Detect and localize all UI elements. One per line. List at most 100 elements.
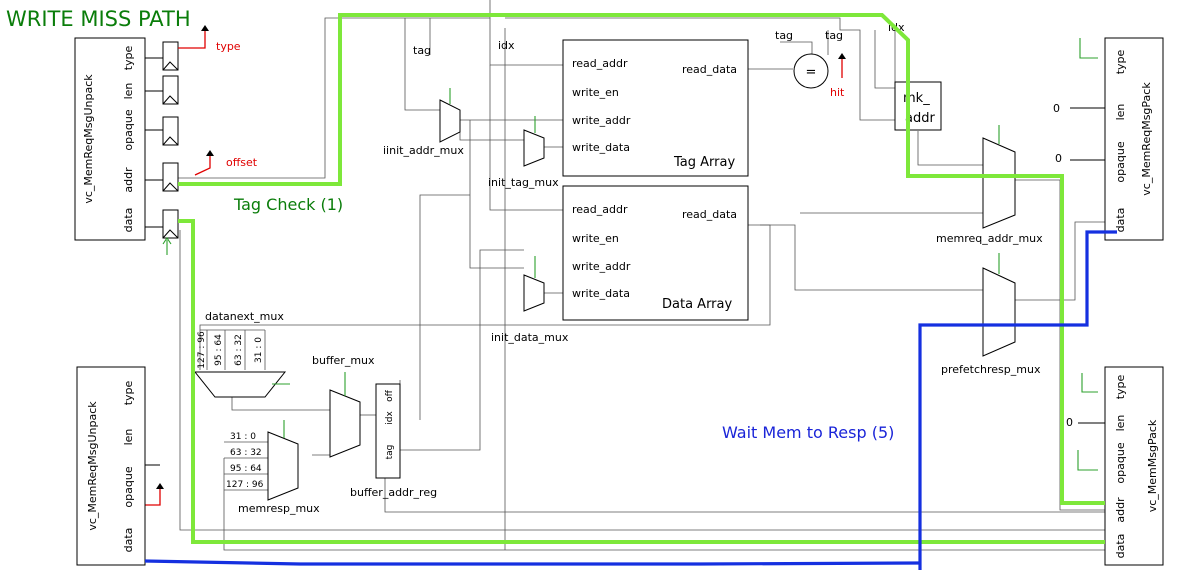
data-array-port-write-en: write_en — [572, 232, 619, 245]
memreq-addr-mux-label: memreq_addr_mux — [936, 232, 1043, 245]
pack-bottom-const-len: 0 — [1066, 416, 1073, 429]
tag-array: read_addr write_en write_addr write_data… — [562, 39, 749, 177]
mk-addr-line2: addr — [905, 111, 935, 126]
memresp-slice-3: 127 : 96 — [226, 480, 264, 490]
mk-addr-block: mk_ addr — [894, 81, 942, 131]
data-array-port-write-data: write_data — [572, 287, 630, 300]
pack-top-field-type: type — [1114, 49, 1127, 74]
unpack-top-field-len: len — [122, 83, 135, 100]
memresp-slice-1: 63 : 32 — [230, 448, 262, 458]
init-tag-mux — [523, 129, 545, 167]
input-registers — [162, 41, 179, 255]
data-array-read-data: read_data — [682, 208, 737, 221]
data-array-box — [562, 185, 749, 321]
wait-mem-path — [144, 230, 1117, 570]
prefetchresp-mux — [982, 267, 1016, 357]
data-array-name: Data Array — [662, 297, 732, 312]
unpack-top-field-type: type — [122, 45, 135, 70]
datanext-slices: 127 : 96 95 : 64 63 : 32 31 : 0 — [197, 331, 264, 369]
addr-register — [162, 162, 179, 192]
muxes: iinit_addr_mux init_tag_mux init_data_mu… — [193, 88, 1043, 515]
hit-output-label: hit — [830, 86, 845, 99]
data-register — [162, 209, 179, 239]
type-register — [162, 41, 179, 71]
unpack-bottom-field-data: data — [122, 528, 135, 553]
unpack-bottom-field-opaque: opaque — [122, 466, 135, 507]
init-tag-mux-label: init_tag_mux — [488, 176, 559, 189]
datanext-mux — [193, 371, 287, 398]
opaque-register — [162, 116, 179, 146]
wire-label-idx-1: idx — [498, 39, 515, 52]
len-register — [162, 75, 179, 105]
wait-mem-annotation: Wait Mem to Resp (5) — [722, 423, 894, 442]
memresp-slice-2: 95 : 64 — [230, 464, 262, 474]
memresp-slices: 31 : 0 63 : 32 95 : 64 127 : 96 — [226, 432, 264, 490]
buffer-addr-reg: off idx tag buffer_addr_reg — [350, 383, 437, 499]
unpack-top-name: vc_MemReqMsgUnpack — [82, 74, 95, 204]
init-data-mux — [523, 274, 545, 312]
datanext-slice-1: 95 : 64 — [214, 334, 224, 366]
wire-label-tag-3: tag — [825, 29, 843, 42]
unpack-bottom-field-type: type — [122, 380, 135, 405]
memresp-mux-label: memresp_mux — [238, 502, 320, 515]
unpack-top-box — [74, 37, 146, 241]
pack-bottom: vc_MemMsgPack type len opaque addr data … — [1066, 366, 1164, 566]
prefetchresp-mux-label: prefetchresp_mux — [941, 363, 1041, 376]
unpack-top-field-opaque: opaque — [122, 109, 135, 150]
buffer-reg-field-idx: idx — [385, 411, 395, 425]
pack-top-field-len: len — [1114, 104, 1127, 121]
unpack-bottom: vc_MemReqMsgUnpack type len opaque data — [76, 366, 146, 566]
tag-array-name: Tag Array — [673, 155, 735, 170]
pack-bottom-field-data: data — [1114, 534, 1127, 559]
data-array-port-write-addr: write_addr — [572, 260, 631, 273]
memresp-mux — [267, 431, 299, 501]
datanext-slice-2: 63 : 32 — [234, 334, 244, 366]
tag-array-port-write-data: write_data — [572, 141, 630, 154]
pack-top-const-opaque: 0 — [1055, 152, 1062, 165]
pack-top-name: vc_MemReqMsgPack — [1140, 82, 1153, 196]
memreq-addr-mux — [982, 137, 1016, 229]
buffer-reg-field-tag: tag — [385, 445, 395, 460]
pack-top-const-len: 0 — [1053, 102, 1060, 115]
unpack-top: vc_MemReqMsgUnpack type len opaque addr … — [74, 37, 146, 241]
pack-bottom-name: vc_MemMsgPack — [1146, 419, 1159, 512]
wire-label-tag-1: tag — [413, 44, 431, 57]
unpack-bottom-field-len: len — [122, 429, 135, 446]
tag-comparator: = — [793, 53, 829, 89]
init-data-mux-label: init_data_mux — [491, 331, 569, 344]
data-array: read_addr write_en write_addr write_data… — [562, 185, 749, 321]
buffer-addr-reg-label: buffer_addr_reg — [350, 486, 437, 499]
type-output-label: type — [216, 40, 241, 53]
buffer-mux — [329, 389, 361, 458]
pack-bottom-field-len: len — [1114, 415, 1127, 432]
iinit-addr-mux-label: iinit_addr_mux — [383, 144, 464, 157]
pack-bottom-field-addr: addr — [1114, 497, 1127, 523]
tag-check-path — [178, 13, 1105, 544]
red-outputs: type offset hit — [145, 25, 846, 506]
data-array-port-read-addr: read_addr — [572, 203, 628, 216]
datanext-slice-0: 127 : 96 — [197, 331, 207, 369]
buffer-reg-field-off: off — [385, 389, 395, 402]
wiring — [145, 0, 1105, 551]
unpack-top-field-data: data — [122, 208, 135, 233]
wire-label-tag-2: tag — [775, 29, 793, 42]
tag-check-annotation: Tag Check (1) — [233, 195, 343, 214]
datanext-slice-3: 31 : 0 — [254, 337, 264, 363]
datanext-mux-label: datanext_mux — [205, 310, 284, 323]
unpack-top-field-addr: addr — [122, 167, 135, 193]
tag-array-box — [562, 39, 749, 177]
memresp-slice-0: 31 : 0 — [230, 432, 256, 442]
unpack-bottom-name: vc_MemReqMsgUnpack — [86, 401, 99, 531]
pack-top-field-data: data — [1114, 208, 1127, 233]
comparator-symbol: = — [806, 65, 817, 80]
iinit-addr-mux — [439, 99, 461, 143]
tag-array-port-write-en: write_en — [572, 86, 619, 99]
pack-top: vc_MemReqMsgPack type len opaque data 0 … — [1053, 37, 1164, 241]
pack-bottom-field-opaque: opaque — [1114, 442, 1127, 483]
pack-top-field-opaque: opaque — [1114, 141, 1127, 182]
pack-bottom-field-type: type — [1114, 374, 1127, 399]
tag-array-port-write-addr: write_addr — [572, 114, 631, 127]
buffer-mux-label: buffer_mux — [312, 354, 375, 367]
tag-array-read-data: read_data — [682, 63, 737, 76]
